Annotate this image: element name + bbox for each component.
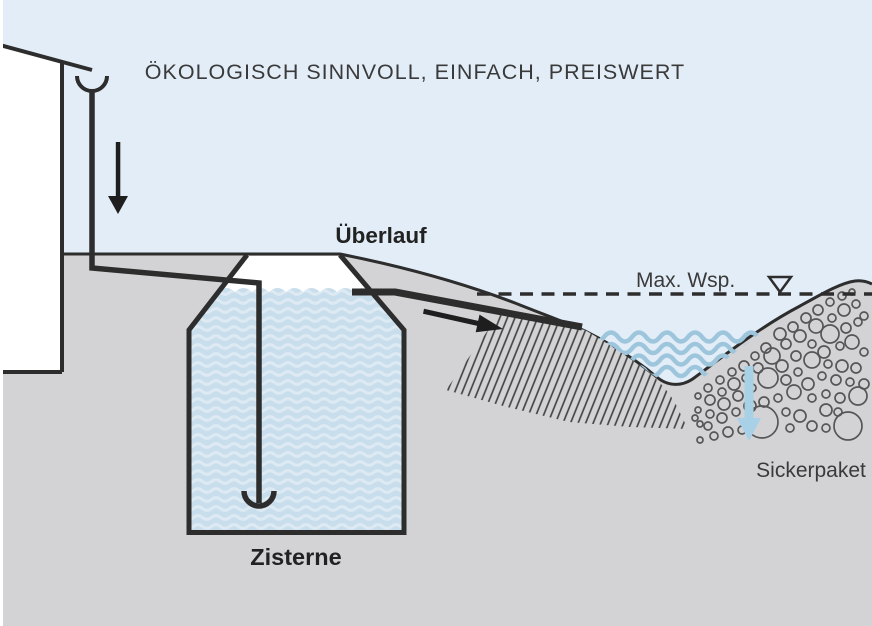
hatch-bank-layer (446, 313, 688, 429)
inlet-pipe (89, 90, 277, 509)
seepage-package-label: Sickerpaket (756, 459, 866, 482)
overflow-flow-arrow-icon (423, 308, 503, 333)
seepage-gravel-stones (691, 288, 870, 444)
inflow-arrow-icon (108, 142, 128, 214)
cistern-label: Zisterne (250, 544, 341, 570)
diagram-title: ÖKOLOGISCH SINNVOLL, EINFACH, PREISWERT (145, 60, 685, 84)
max-water-level-label: Max. Wsp. (636, 269, 735, 292)
house-roof-line (0, 43, 93, 72)
inlet-pipe-hook (241, 490, 277, 509)
terrain-line (0, 252, 872, 386)
cistern-outline (186, 253, 407, 535)
overflow-pipe (352, 288, 583, 331)
cistern-water (190, 256, 403, 531)
house (0, 43, 109, 374)
figure-border (0, 0, 3, 626)
house-body (0, 45, 62, 372)
water-level-triangle-icon (766, 275, 794, 295)
overflow-label: Überlauf (335, 223, 427, 248)
cistern (186, 253, 407, 535)
seepage-arrow-icon (737, 366, 761, 441)
